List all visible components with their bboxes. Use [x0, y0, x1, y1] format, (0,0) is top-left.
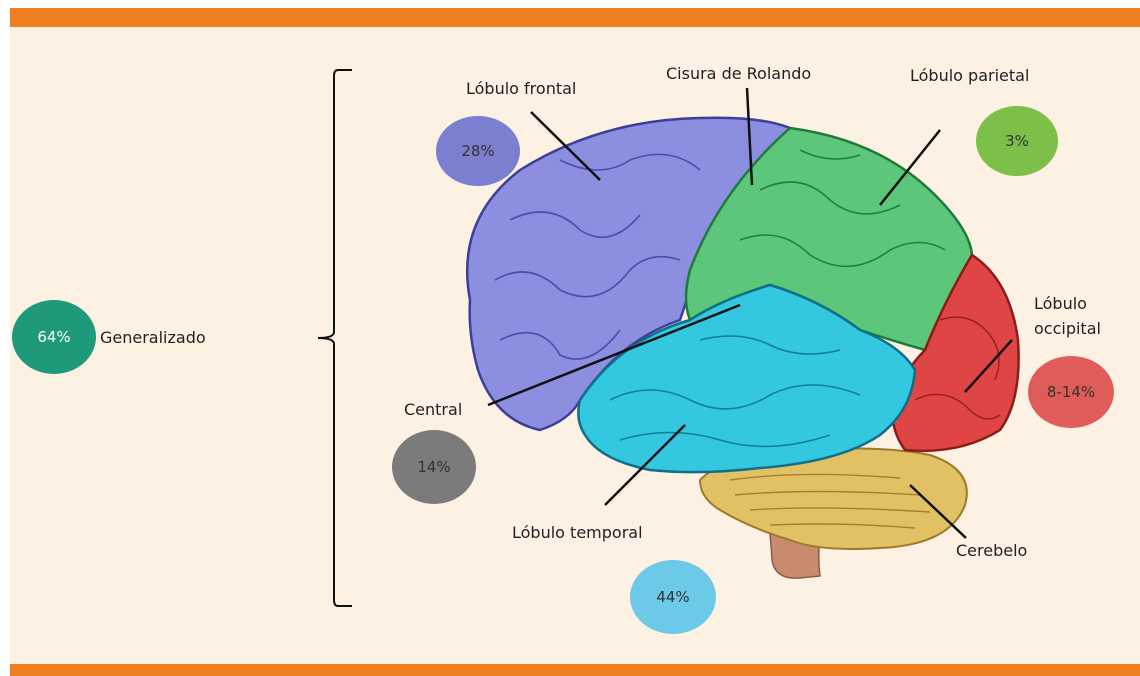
badge-occipital: 8-14% [1028, 356, 1114, 428]
label-parietal: Lóbulo parietal [910, 66, 1029, 85]
grouping-bracket [318, 70, 352, 606]
label-cerebelo: Cerebelo [956, 541, 1027, 560]
label-generalizado: Generalizado [100, 328, 206, 347]
label-occipital-line1: Lóbulo [1034, 294, 1087, 313]
label-temporal: Lóbulo temporal [512, 523, 643, 542]
label-frontal: Lóbulo frontal [466, 79, 576, 98]
badge-central: 14% [392, 430, 476, 504]
badge-parietal: 3% [976, 106, 1058, 176]
badge-generalizado: 64% [12, 300, 96, 374]
label-central: Central [404, 400, 462, 419]
badge-temporal: 44% [630, 560, 716, 634]
label-cisura-rolando: Cisura de Rolando [666, 64, 811, 83]
badge-frontal: 28% [436, 116, 520, 186]
label-occipital-line2: occipital [1034, 319, 1101, 338]
